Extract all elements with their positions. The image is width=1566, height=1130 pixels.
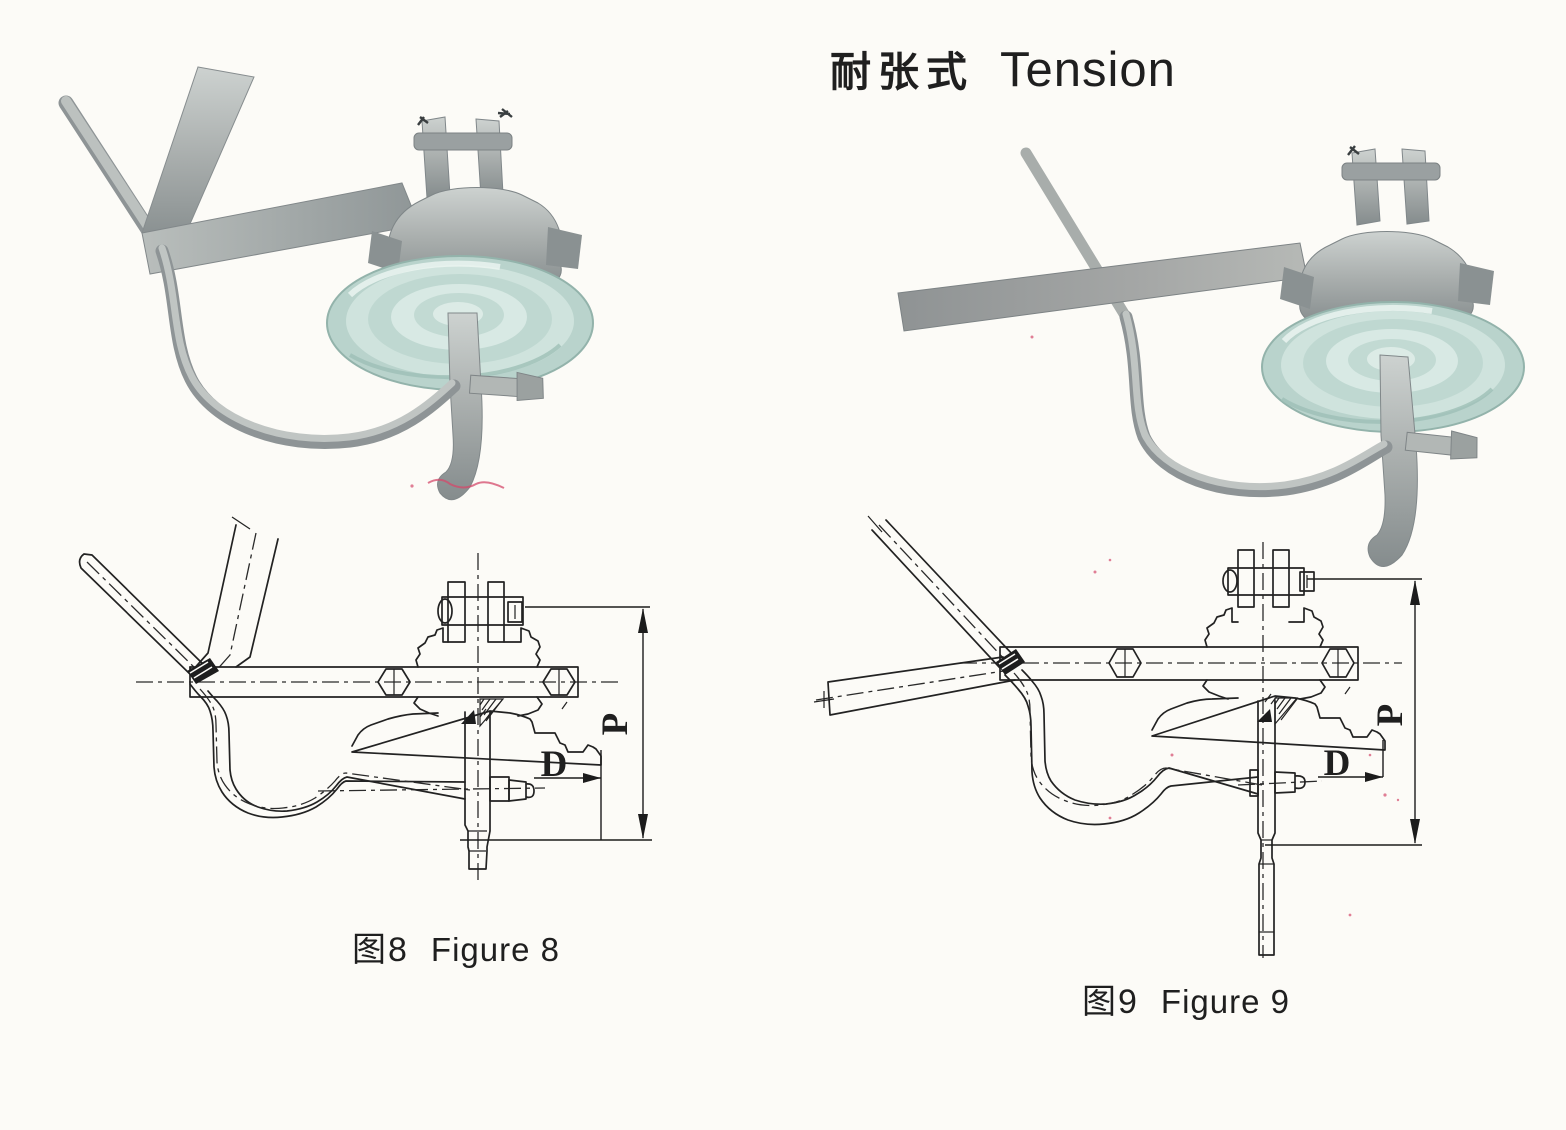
clevis-fitting (437, 581, 524, 643)
tie-bar (189, 666, 579, 698)
figure9-photo (880, 105, 1530, 595)
horn-clamp (996, 649, 1025, 675)
arcing-horn-curve (1119, 310, 1393, 498)
hex-bolt-right (1321, 648, 1355, 678)
scan-artifact-red (410, 478, 505, 489)
figure9-caption: 图9 Figure 9 (1082, 974, 1290, 1023)
tension-assembly-drawing-1: P D (78, 516, 652, 881)
arcing-horn-curve (189, 683, 471, 819)
page-title: 耐张式 Tension (830, 38, 1176, 98)
arcing-horn-curve (1004, 669, 1263, 826)
insulator-cap (1202, 607, 1326, 700)
clevis-fitting (413, 108, 513, 199)
arcing-horn-curve (155, 244, 461, 449)
tension-insulator-photo-1 (58, 66, 594, 501)
scan-specks (1093, 558, 1400, 917)
figure9-drawing: P D (810, 500, 1470, 975)
dimension-P: P (1265, 578, 1422, 846)
bracket-horizontal-bar (897, 242, 1308, 332)
horn-bolt (468, 371, 544, 402)
dimension-D: D (534, 744, 602, 840)
dimension-label-height: P (1370, 704, 1411, 727)
pin-shank (464, 711, 491, 870)
pin-hook (1367, 354, 1418, 567)
figure9-caption-zh: 图9 (1082, 983, 1139, 1021)
pin-shank (1257, 700, 1276, 956)
horn-attachment-bolt (489, 776, 535, 802)
horn-bolt (1404, 430, 1478, 460)
tension-insulator-photo-2 (897, 145, 1525, 567)
horn-clamp (187, 658, 219, 684)
insulator-shed (1151, 686, 1386, 751)
clevis-fitting (1341, 145, 1441, 226)
arcing-horn-upper-rod (78, 553, 206, 678)
scan-speck (1030, 335, 1034, 339)
dimension-label-height: P (595, 713, 636, 736)
bracket-vertical-rod (189, 516, 279, 674)
hex-bolt-left (377, 668, 411, 696)
figure8-caption: 图8 Figure 8 (352, 922, 560, 971)
horn-bolt-centerline (1237, 780, 1323, 786)
arcing-horn-upper-rod (867, 515, 1015, 669)
pin-hook (437, 312, 483, 501)
figure8-caption-en: Figure 8 (430, 931, 560, 968)
dimension-P: P (460, 606, 652, 841)
title-chinese: 耐张式 (830, 49, 974, 95)
figure9-caption-en: Figure 9 (1160, 983, 1290, 1020)
dimension-D: D (1318, 740, 1384, 784)
figure8-drawing: P D (40, 495, 690, 900)
dimension-label-diameter: D (1324, 743, 1351, 784)
title-english: Tension (1000, 43, 1176, 97)
figure8-caption-zh: 图8 (352, 931, 409, 969)
figure8-photo (50, 55, 635, 535)
horn-bolt-centerline (317, 787, 546, 792)
insulator-cap (1280, 231, 1494, 327)
hex-bolt-left (1108, 648, 1142, 678)
lower-left-bar (813, 656, 1016, 716)
hex-bolt-right (542, 668, 576, 696)
dimension-label-diameter: D (541, 744, 568, 785)
clevis-fitting (1222, 549, 1315, 608)
tension-assembly-drawing-2: P D (813, 515, 1422, 958)
